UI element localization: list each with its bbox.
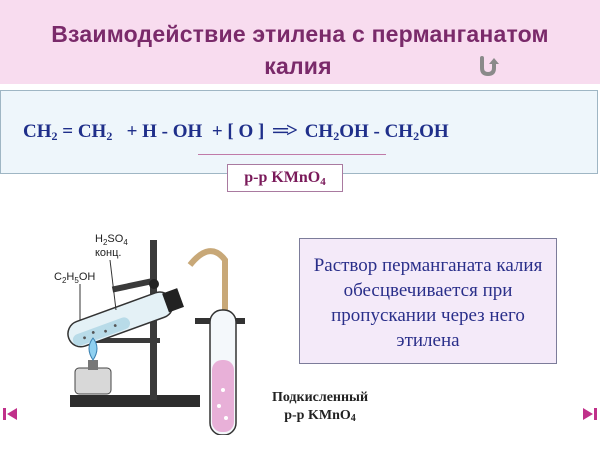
reaction-equation: CH2 = CH2 + H - OH + [ O ] ═> CH2OH - CH… bbox=[23, 118, 449, 143]
kmno4-solution bbox=[212, 360, 234, 432]
first-slide-button[interactable] bbox=[2, 406, 18, 422]
page-title-line-1: Взаимодействие этилена с перманганатом bbox=[51, 21, 549, 47]
first-slide-icon bbox=[3, 408, 17, 420]
return-arrow-icon bbox=[480, 56, 499, 77]
return-button[interactable] bbox=[476, 54, 500, 78]
page-title-line-2: калия bbox=[264, 53, 332, 79]
clamp-arm bbox=[111, 277, 157, 293]
delivery-tube bbox=[187, 248, 228, 370]
equation-underline bbox=[198, 154, 386, 155]
title-band bbox=[0, 0, 600, 84]
label-ethanol: C2H5OH bbox=[54, 271, 95, 285]
equation-panel: CH2 = CH2 + H - OH + [ O ] ═> CH2OH - CH… bbox=[0, 90, 598, 174]
reaction-arrow: ═> bbox=[273, 118, 298, 142]
clamp-knob bbox=[149, 279, 159, 289]
spirit-lamp bbox=[74, 367, 112, 395]
label-konc: конц. bbox=[95, 247, 122, 259]
stopper bbox=[162, 288, 184, 313]
reagent-label: р-р KMnO4 bbox=[227, 164, 343, 192]
stand-base bbox=[70, 395, 200, 407]
description-box: Раствор перманганата калия обесцвечивает… bbox=[299, 238, 557, 364]
lab-apparatus-illustration: H2SO4 конц. C2H5OH bbox=[50, 210, 300, 436]
last-slide-icon bbox=[583, 408, 597, 420]
solution-caption: Подкисленный р-р KMnO4 bbox=[271, 390, 369, 424]
flame bbox=[88, 337, 98, 361]
label-h2so4: H2SO4 bbox=[95, 233, 128, 247]
last-slide-button[interactable] bbox=[582, 406, 598, 422]
support-arm bbox=[90, 338, 160, 343]
